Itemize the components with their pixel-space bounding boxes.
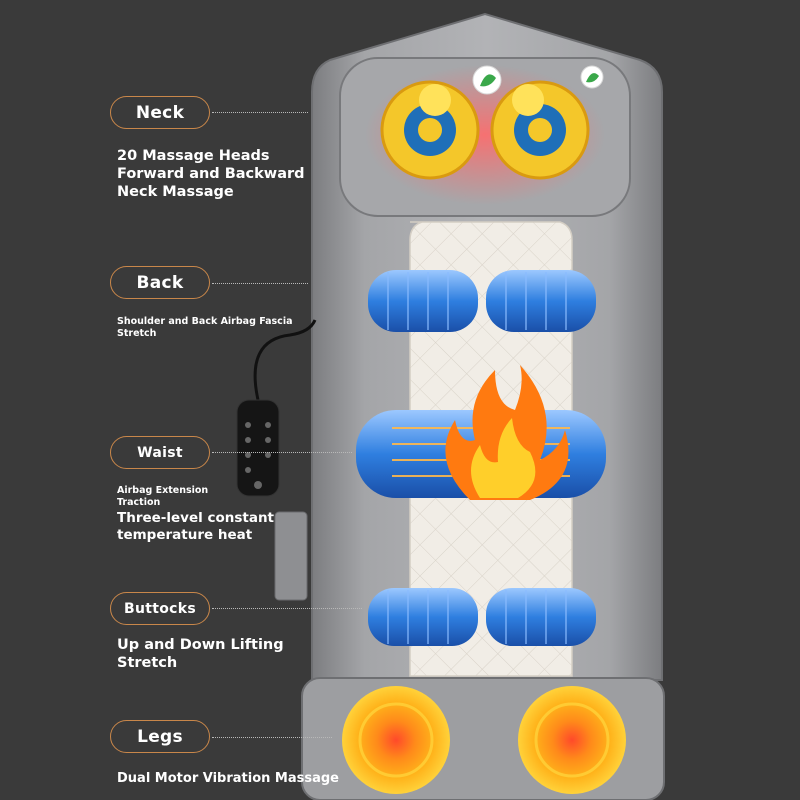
remote-control-icon	[236, 399, 280, 497]
leader-line-neck	[212, 112, 308, 113]
side-pocket	[274, 511, 308, 601]
buttocks-desc-line2: Stretch	[117, 655, 178, 672]
waist-description-small: Airbag Extension Traction	[117, 485, 208, 510]
back-desc-line2: Stretch	[117, 328, 157, 340]
waist-description: Three-level constant temperature heat	[117, 510, 274, 544]
leg-vibration-motors	[342, 686, 626, 794]
flame-icon	[445, 365, 569, 500]
herb-leaf-icon	[580, 65, 604, 89]
leader-line-buttocks	[212, 608, 362, 609]
buttocks-airbags	[368, 588, 596, 646]
neck-desc-line2: Forward and Backward	[117, 166, 305, 183]
leader-line-back	[212, 283, 308, 284]
buttocks-desc-line1: Up and Down Lifting	[117, 637, 284, 653]
waist-desc-line1: Airbag Extension	[117, 485, 209, 496]
neck-desc-line1: 20 Massage Heads	[117, 148, 270, 164]
neck-desc-line3: Neck Massage	[117, 184, 234, 201]
label-neck: Neck	[110, 96, 210, 129]
waist-desc-line4: temperature heat	[117, 526, 253, 543]
leader-line-waist	[212, 452, 352, 453]
back-description: Shoulder and Back Airbag Fascia Stretch	[117, 316, 293, 341]
neck-massage-heads	[380, 80, 590, 180]
label-back: Back	[110, 266, 210, 299]
back-airbags	[368, 270, 596, 332]
herb-leaf-icon	[472, 65, 502, 95]
back-desc-line1: Shoulder and Back Airbag Fascia	[117, 316, 293, 327]
legs-description: Dual Motor Vibration Massage	[117, 771, 339, 787]
neck-description: 20 Massage Heads Forward and Backward Ne…	[117, 147, 305, 201]
label-legs: Legs	[110, 720, 210, 753]
label-waist: Waist	[110, 436, 210, 469]
legs-desc-line1: Dual Motor Vibration Massage	[117, 771, 339, 786]
waist-desc-line3: Three-level constant	[117, 510, 275, 526]
waist-desc-line2: Traction	[117, 497, 161, 509]
buttocks-description: Up and Down Lifting Stretch	[117, 636, 284, 672]
leader-line-legs	[212, 737, 332, 738]
label-buttocks: Buttocks	[110, 592, 210, 625]
